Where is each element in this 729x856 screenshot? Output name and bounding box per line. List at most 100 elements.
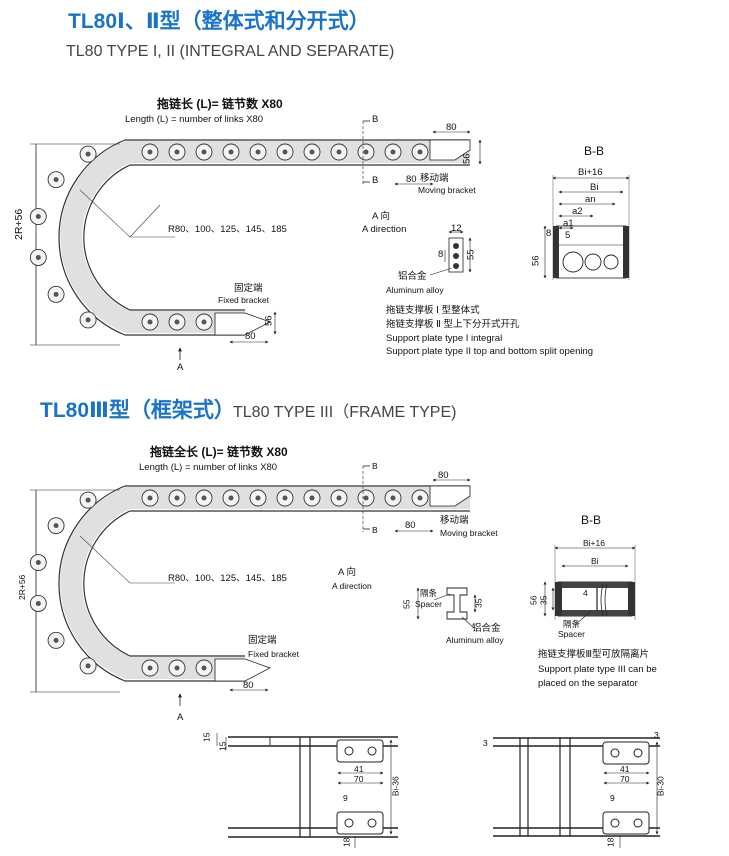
section1-chain-diagram [29,120,482,360]
chain-link-pin [85,497,91,503]
chain-link-pin [228,149,234,155]
s1-fixed-en: Fixed bracket [218,295,270,305]
chain-link-pin [174,665,180,671]
section2-length-en: Length (L) = number of links X80 [139,462,278,473]
chain-link-pin [201,149,207,155]
s1-bb-title: B-B [584,144,605,158]
chain-link-pin [85,663,91,669]
chain-link-pin [390,149,396,155]
s2-moving-en: Moving bracket [440,528,498,538]
chain-link-pin [390,495,396,501]
s1-a-direction-en: A direction [362,224,407,235]
chain-link-pin [417,495,423,501]
s1-bb-bi16: Bi+16 [578,167,603,178]
s2-radius-label: R80、100、125、145、185 [168,573,287,584]
section2-title: TL80Ⅲ型（框架式） [40,399,235,422]
s2-alloy-cn: 铝合金 [472,623,501,634]
br-right-70: 70 [620,774,630,784]
s2-bb-56: 56 [528,595,539,605]
s2-dim-80-bottom: 80 [405,520,416,531]
s1-height-label: 2R+56 [13,208,25,240]
br-right-bi30: Bi-30 [655,776,666,797]
s1-bb-8: 8 [546,228,552,239]
s1-bb-56: 56 [530,255,542,267]
s1-dim-80-bottom: 80 [406,174,417,185]
s1-note-cn-2: 拖链支撑板 Ⅱ 型上下分开式开孔 [386,319,520,330]
chain-links [29,143,429,331]
s1-dim-56-fixed: 56 [263,315,275,327]
s2-dim-80-top: 80 [438,470,449,481]
chain-outer-edge [58,139,470,336]
s1-dim-12: 12 [451,223,462,234]
s2-b-mark-top: B [372,461,378,471]
chain-link-pin [85,317,91,323]
s2-bb-spacer-cn: 隔条 [563,619,581,629]
br-right-18: 18 [605,837,616,847]
s1-dim-80-fixed: 80 [245,331,256,342]
section2-length-cn: 拖链全长 (L)= 链节数 X80 [150,445,288,459]
s2-spacer-cn: 隔条 [420,588,438,598]
s2-dim-80-fixed: 80 [243,680,254,691]
s1-note-en-1: Support plate type I integral [386,333,503,344]
s2-fixed-cn: 固定端 [248,635,277,646]
chain-link-pin [53,523,59,529]
chain-link-pin [201,319,207,325]
s1-a-direction-cn: A 向 [372,211,390,222]
s1-dim-55: 55 [465,249,477,261]
s1-bb-5: 5 [565,230,571,241]
s1-fixed-cn: 固定端 [234,283,263,294]
aluminum-profile-1 [429,230,472,276]
s2-note-cn: 拖链支撑板Ⅲ型可放隔离片 [538,649,650,660]
s1-bb-a1: a1 [563,218,574,229]
chain-link-pin [201,665,207,671]
chain-band [60,141,470,333]
chain-link-pin [174,149,180,155]
s1-bb-a2: a2 [572,206,583,217]
s1-dim-80-top: 80 [446,122,457,133]
br-right-3a: 3 [483,738,488,748]
br-left-bi36: Bi-36 [390,776,401,797]
s1-b-mark-bottom: B [372,175,379,186]
s2-dim-55: 55 [401,599,412,609]
bb-view-2 [543,545,636,626]
bracket-detail-left [216,733,398,848]
chain-link-pin [336,495,342,501]
s1-radius-label: R80、100、125、145、185 [168,224,287,235]
s1-bb-bi: Bi [590,182,599,193]
s2-fixed-en: Fixed bracket [248,649,300,659]
section1-subtitle: TL80 TYPE I, II (INTEGRAL AND SEPARATE) [66,43,395,60]
chain-link-pin [417,149,423,155]
section2-subtitle: TL80 TYPE III（FRAME TYPE) [233,404,457,421]
s1-moving-en: Moving bracket [418,185,476,195]
s1-note-cn-1: 拖链支撑板 Ⅰ 型整体式 [386,305,480,316]
chain-link-pin [147,495,153,501]
chain-link-pin [53,291,59,297]
s1-moving-cn: 移动端 [420,173,449,184]
chain-link-pin [53,177,59,183]
s2-bb-spacer-en: Spacer [558,629,585,639]
br-left-18: 18 [341,837,352,847]
section2-chain-diagram [29,465,471,706]
chain-link-pin [35,600,41,606]
chain-link-pin [255,149,261,155]
br-left-15a: 15 [201,732,212,742]
chain-link-pin [174,495,180,501]
s2-dim-35: 35 [473,598,484,608]
chain-link-pin [147,665,153,671]
br-left-15b: 15 [217,741,228,751]
chain-link-pin [282,149,288,155]
s2-a-direction-en: A direction [332,581,372,591]
chain-link-pin [35,560,41,566]
chain-link-pin [363,149,369,155]
s2-moving-cn: 移动端 [440,515,469,526]
s1-bb-an: an [585,194,596,205]
chain-link-pin [201,495,207,501]
br-right-9: 9 [610,793,615,803]
chain-link-pin [35,214,41,220]
bb-view-1 [543,175,630,280]
s2-note-en-2: placed on the separator [538,678,638,689]
chain-link-pin [282,495,288,501]
s2-bb-4: 4 [583,588,588,598]
s2-bb-35: 35 [538,595,549,605]
